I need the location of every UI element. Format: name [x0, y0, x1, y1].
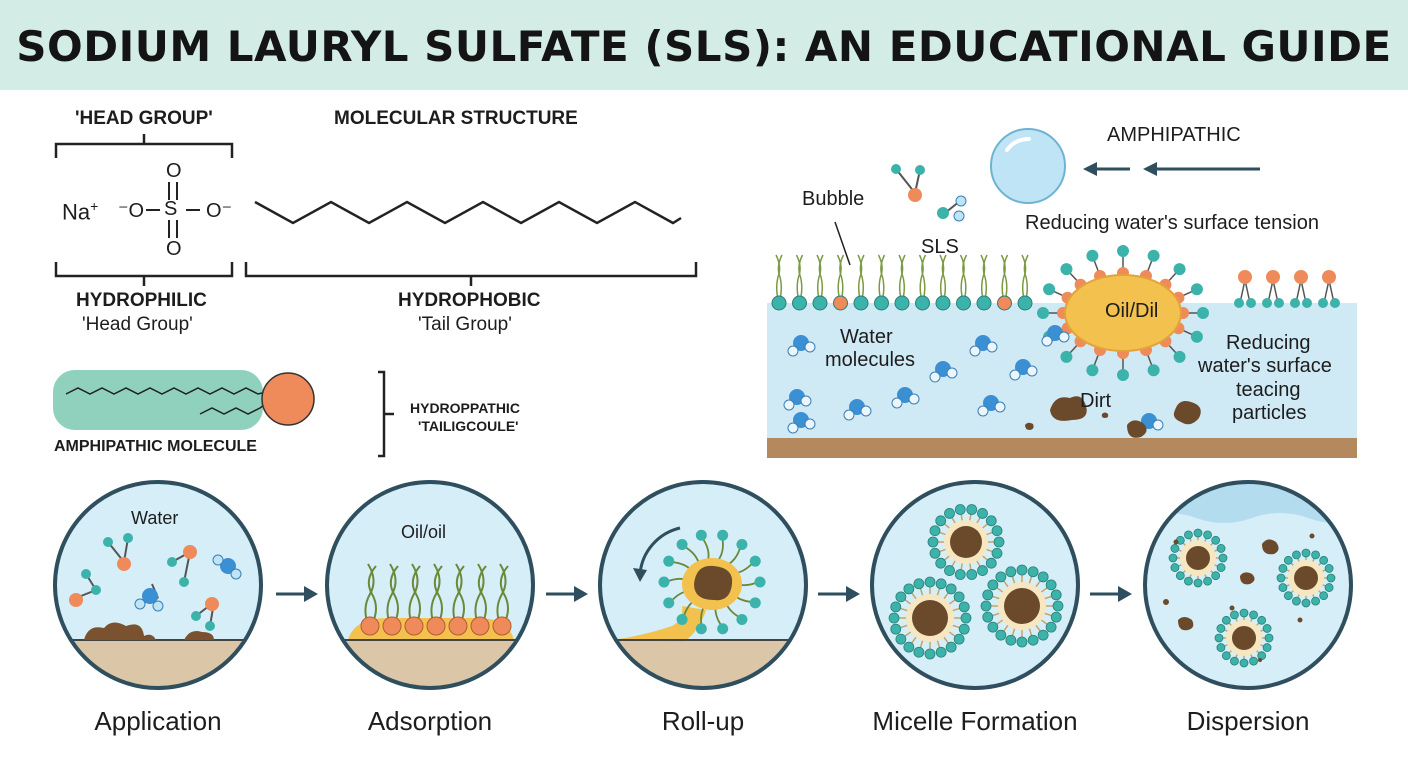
head-ball — [261, 372, 315, 426]
oxygen-minus-left: ⁻O — [118, 200, 145, 222]
amphipathic-molecule-diagram — [53, 370, 394, 458]
water-molecules-label-1: Water — [840, 326, 893, 348]
stage-label-roll-up: Roll-up — [661, 706, 745, 736]
hydrophilic-label: HYDROPHILIC — [76, 290, 207, 311]
stage-label-adsorption: Adsorption — [367, 706, 493, 736]
surface-tension-scene — [767, 128, 1357, 458]
stage-micelle-formation — [870, 480, 1080, 690]
oxygen-minus-right: O⁻ — [206, 200, 233, 222]
dirt-label: Dirt — [1080, 390, 1112, 412]
sls-label: SLS — [921, 236, 959, 258]
cleaning-stages — [53, 480, 1353, 690]
dirt-particles — [1025, 396, 1201, 438]
tail-group-label: 'Tail Group' — [418, 314, 512, 335]
sulfur-atom: S — [164, 198, 178, 220]
sodium-ion: Na+ — [62, 198, 99, 225]
floating-sls — [891, 164, 967, 222]
stage-label-application: Application — [94, 706, 222, 736]
micelle — [888, 576, 972, 660]
head-group-bracket-label: 'HEAD GROUP' — [75, 108, 213, 129]
structure-brackets — [54, 134, 698, 286]
amphipathic-molecule-label: AMPHIPATHIC MOLECULE — [54, 438, 257, 455]
stage-adsorption — [325, 480, 535, 690]
stage-2-inner-label: Oil/oil — [401, 522, 447, 542]
tail-molecule-label: 'TAILIGCOULE' — [418, 418, 519, 434]
reducing-label-3: teacing — [1236, 379, 1301, 401]
water-molecules-label-2: molecules — [825, 349, 916, 371]
hydrophobic-label: HYDROPHOBIC — [398, 290, 541, 311]
stage-roll-up — [598, 480, 808, 690]
ground-layer — [767, 438, 1357, 458]
surface-sls-layer — [771, 254, 1340, 311]
bubble-label: Bubble — [802, 188, 865, 210]
molecular-structure-label: MOLECULAR STRUCTURE — [334, 108, 578, 129]
stage-1-inner-label: Water — [131, 508, 179, 528]
surface-tension-caption: Reducing water's surface tension — [1025, 212, 1319, 234]
micelle — [1214, 608, 1274, 668]
stage-dispersion — [1143, 480, 1353, 690]
amphipathic-caption: AMPHIPATHIC — [1107, 124, 1241, 146]
micelle — [1168, 528, 1228, 588]
oxygen-bottom: O — [166, 238, 182, 260]
oil-micelle — [1037, 245, 1209, 381]
page-title: SODIUM LAURYL SULFATE (SLS): AN EDUCATIO… — [16, 22, 1392, 71]
oxygen-top: O — [166, 160, 182, 182]
stage-label-micelle-formation: Micelle Formation — [872, 706, 1078, 736]
tail-capsule — [53, 370, 263, 430]
stage-label-dispersion: Dispersion — [1186, 706, 1310, 736]
reducing-label-2: water's surface — [1198, 355, 1332, 377]
reducing-label-1: Reducing — [1226, 332, 1311, 354]
title-banner: SODIUM LAURYL SULFATE (SLS): AN EDUCATIO… — [0, 0, 1408, 90]
micelle — [927, 504, 1005, 580]
head-group-label: 'Head Group' — [82, 314, 193, 335]
micelle — [980, 564, 1064, 648]
micelle — [1276, 548, 1336, 608]
hydropathic-label: HYDROPPATHIC — [410, 400, 520, 416]
oil-label: Oil/Dil — [1105, 300, 1159, 322]
reducing-label-4: particles — [1232, 402, 1307, 424]
stage-arrows — [276, 586, 1132, 602]
